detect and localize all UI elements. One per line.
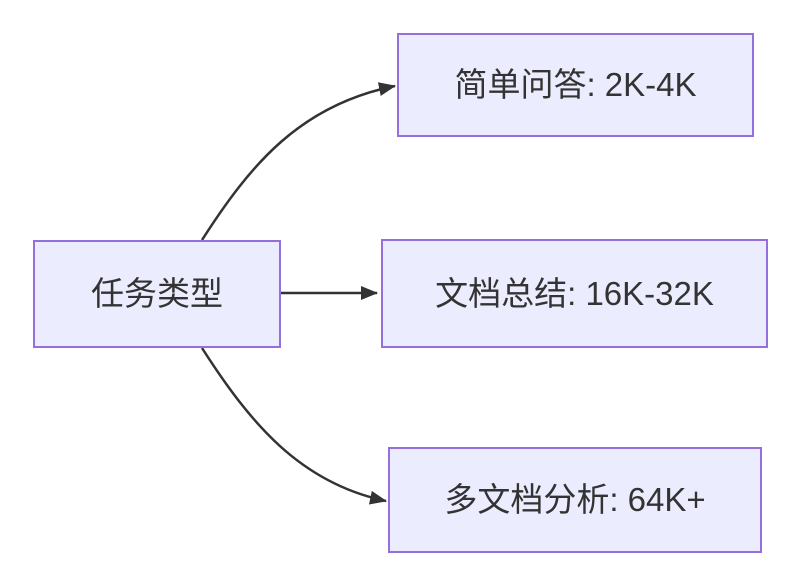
node-doc-summary: 文档总结: 16K-32K: [381, 239, 768, 348]
edge-root-to-multi: [200, 347, 387, 505]
node-multi-doc-analysis: 多文档分析: 64K+: [388, 447, 762, 553]
node-doc-summary-label: 文档总结: 16K-32K: [435, 274, 714, 312]
node-task-type: 任务类型: [33, 240, 281, 348]
node-multi-doc-analysis-label: 多文档分析: 64K+: [444, 481, 706, 519]
edge-root-to-qa: [200, 82, 396, 241]
node-simple-qa: 简单问答: 2K-4K: [397, 33, 754, 137]
node-simple-qa-label: 简单问答: 2K-4K: [454, 66, 697, 104]
node-task-type-label: 任务类型: [91, 275, 223, 313]
